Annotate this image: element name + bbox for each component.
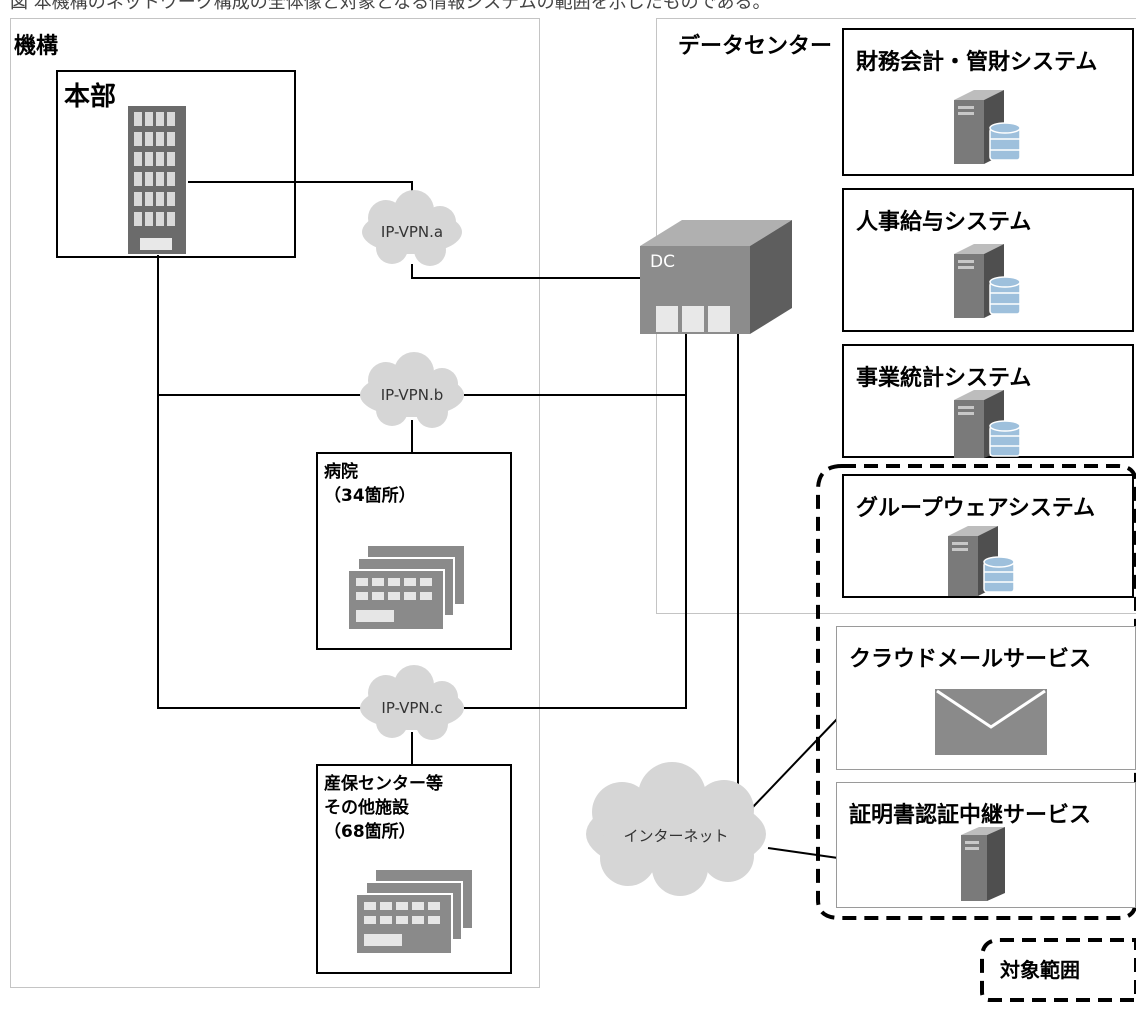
system-title-hr-payroll: 人事給与システム [856,210,1032,235]
database-server-icon [954,90,1021,164]
system-title-groupware: グループウェアシステム [856,496,1096,521]
link-internet-cert [767,847,839,859]
service-title-cert: 証明書認証中継サービス [849,803,1092,828]
link-vpn-a-dc [411,264,640,279]
system-box-hr-payroll: 人事給与システム [842,188,1134,332]
envelope-icon [935,689,1047,755]
hospital-box [316,452,512,650]
internet-label: インターネット [623,827,729,845]
database-server-icon [948,526,1015,596]
top-caption: 図 本機構のネットワーク構成の全体像と対象となる情報システムの範囲を示したもので… [10,0,771,13]
vpn-a-label: IP-VPN.a [380,223,444,241]
other-facility-icon [355,870,472,955]
hospital-facility-icon [347,546,464,631]
cloud-vpn-c [360,665,464,740]
server-icon [961,827,1005,901]
service-title-mail: クラウドメールサービス [849,647,1092,672]
system-title-statistics: 事業統計システム [856,366,1032,391]
building-icon [128,106,186,254]
vpn-b-label: IP-VPN.b [380,386,444,404]
service-box-mail: クラウドメールサービス [836,626,1136,770]
database-server-icon [954,244,1021,318]
hospital-label: 病院 （34箇所） [324,460,416,508]
other-facility-box [316,764,512,974]
system-box-finance: 財務会計・管財システム [842,28,1134,176]
vpn-c-label: IP-VPN.c [381,699,443,717]
system-title-finance: 財務会計・管財システム [856,50,1098,75]
hq-box [56,70,296,258]
other-facility-name-1: 産保センター等 [324,774,443,794]
other-facility-label: 産保センター等 その他施設 （68箇所） [324,772,443,844]
hospital-name: 病院 [324,462,358,482]
hospital-count: （34箇所） [324,486,416,506]
service-box-cert: 証明書認証中継サービス [836,782,1136,908]
other-facility-count: （68箇所） [324,822,416,842]
link-dc-internet [683,332,739,816]
system-box-groupware: グループウェアシステム [842,474,1134,598]
legend-scope-label: 対象範囲 [1000,958,1080,982]
cloud-vpn-a [362,190,462,266]
link-internet-mail [751,717,839,809]
dc-label: DC [650,252,675,272]
cloud-internet [586,762,766,896]
link-vpn-b-dc [464,332,687,396]
datacenter-region-label: データセンター [678,34,833,59]
hq-label: 本部 [64,82,117,112]
link-vpn-c-dc [464,395,687,709]
cloud-vpn-b [360,352,464,428]
other-facility-name-2: その他施設 [324,798,409,818]
system-box-statistics: 事業統計システム [842,344,1134,458]
database-server-icon [954,390,1021,458]
org-region [10,18,540,988]
link-hq-trunk [157,255,362,709]
datacenter-cube-icon [640,220,792,334]
org-region-label: 機構 [14,34,59,59]
legend-dashed-box [980,938,1136,1002]
